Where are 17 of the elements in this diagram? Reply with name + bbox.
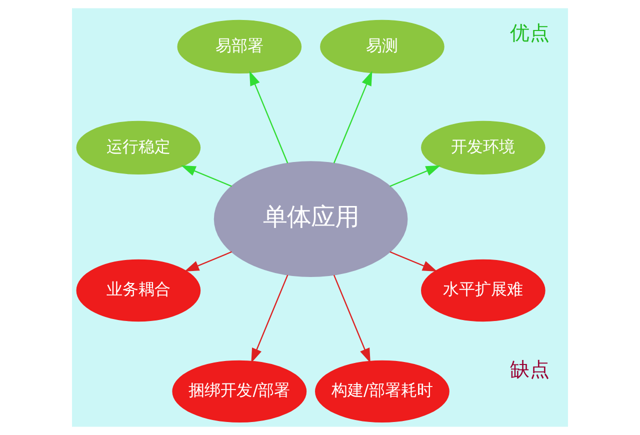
arrow: [333, 70, 372, 164]
arrow: [333, 274, 370, 364]
label: 优点: [510, 22, 550, 45]
arrow: [251, 274, 288, 364]
node-ellipse: 开发环境: [421, 120, 546, 174]
node-ellipse: 易测: [320, 20, 444, 74]
arrow: [249, 70, 288, 164]
label: 缺点: [510, 358, 550, 382]
arrow: [181, 165, 232, 187]
node-ellipse: 构建/部署耗时: [315, 360, 450, 423]
node-ellipse: 捆绑开发/部署: [172, 360, 307, 423]
arrow: [390, 165, 441, 187]
node-ellipse: 易部署: [177, 20, 302, 74]
node-ellipse: 运行稳定: [76, 120, 201, 174]
node-ellipse: 单体应用: [214, 161, 408, 277]
arrow: [390, 251, 438, 272]
arrow: [184, 251, 232, 272]
